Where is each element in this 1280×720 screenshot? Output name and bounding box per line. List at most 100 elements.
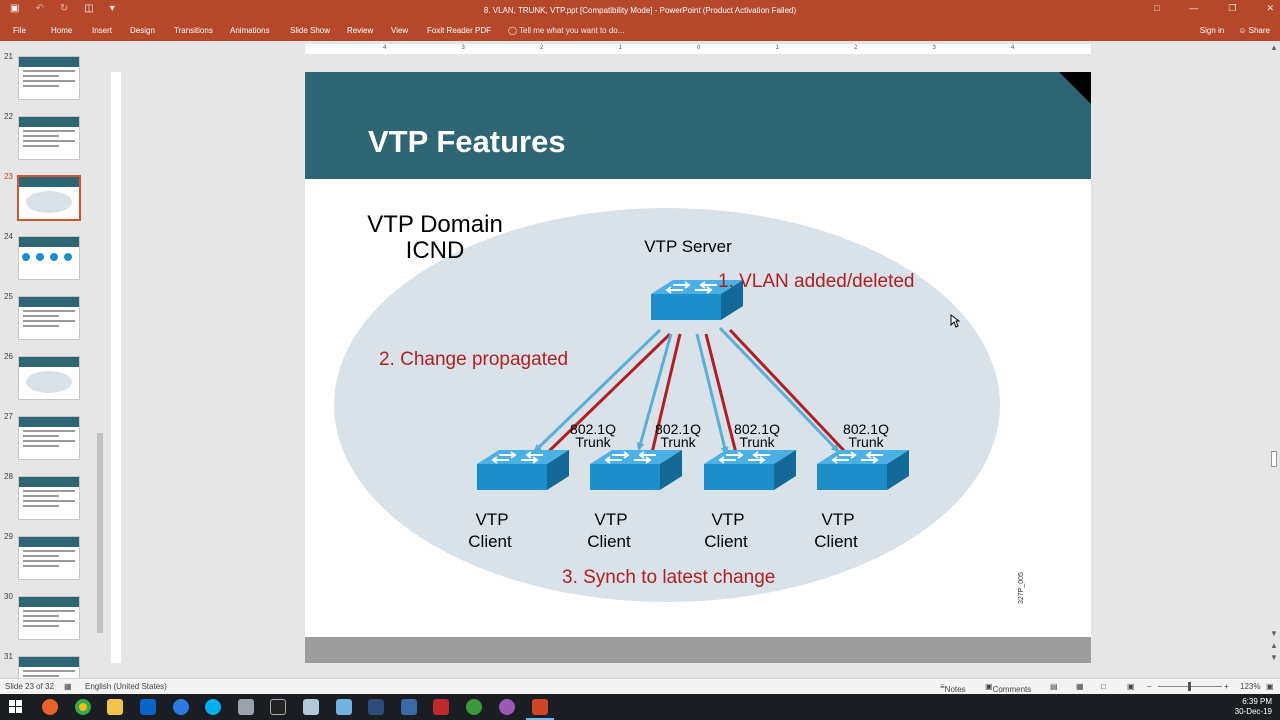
vtp-diagram: VTP Domain ICND VTP Server 1. VLAN added… bbox=[334, 208, 1025, 604]
sign-in-link[interactable]: Sign in bbox=[1199, 26, 1225, 35]
mouse-cursor-icon bbox=[950, 314, 960, 328]
share-button[interactable]: ☺ Share bbox=[1238, 26, 1270, 35]
slide-thumbnail-25[interactable]: 25 bbox=[0, 290, 106, 350]
slide-thumbnail-28[interactable]: 28 bbox=[0, 470, 106, 530]
close-icon[interactable]: ✕ bbox=[1266, 3, 1274, 13]
mail-app-icon[interactable] bbox=[401, 699, 417, 715]
slide-thumbnail-21[interactable]: 21 bbox=[0, 50, 106, 110]
tab-home[interactable]: Home bbox=[51, 26, 73, 35]
app-icon[interactable] bbox=[238, 699, 254, 715]
slide-thumbnail-27[interactable]: 27 bbox=[0, 410, 106, 470]
skype-icon[interactable] bbox=[205, 699, 221, 715]
trunk-label-3-line1: 802.1Q bbox=[734, 421, 780, 437]
clock-date: 30-Dec-19 bbox=[1234, 707, 1272, 716]
notepad-icon[interactable] bbox=[336, 699, 352, 715]
slide-sorter-icon[interactable]: ▦ bbox=[1076, 682, 1084, 691]
zalo-icon[interactable] bbox=[173, 699, 189, 715]
customize-qat-icon[interactable]: ▾ bbox=[109, 3, 115, 14]
person-icon: ☺ bbox=[1238, 26, 1249, 35]
trunk-label-1-line2: Trunk bbox=[575, 434, 611, 450]
thumbnail-scrollbar[interactable] bbox=[95, 41, 105, 678]
file-explorer-icon[interactable] bbox=[107, 699, 123, 715]
thumbnail-scrollbar-thumb[interactable] bbox=[97, 433, 103, 633]
slide-thumbnail-24[interactable]: 24 bbox=[0, 230, 106, 290]
notes-label: Notes bbox=[944, 685, 966, 694]
tab-slide-show[interactable]: Slide Show bbox=[290, 26, 331, 35]
slide-title[interactable]: VTP Features bbox=[368, 124, 566, 159]
ruler-tick-label: 1 bbox=[618, 45, 622, 51]
tab-view[interactable]: View bbox=[391, 26, 409, 35]
tab-design[interactable]: Design bbox=[130, 26, 155, 35]
slide-thumbnail-number: 31 bbox=[4, 652, 13, 661]
tab-transitions[interactable]: Transitions bbox=[174, 26, 213, 35]
tab-animations[interactable]: Animations bbox=[230, 26, 270, 35]
slide-thumbnail-23[interactable]: 23 bbox=[0, 170, 106, 230]
slide-thumbnail-preview bbox=[17, 175, 81, 221]
slide-thumbnail-22[interactable]: 22 bbox=[0, 110, 106, 170]
slide-thumbnail-number: 22 bbox=[4, 112, 13, 121]
previous-slide-icon[interactable]: ▲ bbox=[1270, 641, 1278, 650]
slide-thumbnail-preview bbox=[18, 416, 80, 460]
redo-icon[interactable]: ↻ bbox=[59, 3, 69, 14]
undo-icon[interactable]: ↶ bbox=[35, 3, 44, 14]
zoom-level[interactable]: 123% bbox=[1240, 682, 1261, 691]
save-icon[interactable]: ▣ bbox=[10, 3, 20, 14]
slide-thumbnail-number: 21 bbox=[4, 52, 13, 61]
restore-icon[interactable]: ❐ bbox=[1228, 3, 1237, 13]
client-label-1-line2: Client bbox=[468, 532, 512, 551]
remote-desktop-icon[interactable] bbox=[368, 699, 384, 715]
slide-thumbnail-29[interactable]: 29 bbox=[0, 530, 106, 590]
comments-button[interactable]: ▣ Comments bbox=[985, 682, 1032, 694]
tab-insert[interactable]: Insert bbox=[92, 26, 113, 35]
firefox-icon[interactable] bbox=[42, 699, 58, 715]
system-clock[interactable]: 6:39 PM 30-Dec-19 bbox=[1235, 697, 1272, 717]
vtp-domain-label: VTP Domain bbox=[367, 211, 503, 238]
scroll-up-icon[interactable]: ▲ bbox=[1270, 43, 1278, 52]
slide-show-icon[interactable]: ▣ bbox=[1127, 682, 1135, 691]
windows-start-icon[interactable] bbox=[9, 700, 23, 714]
slide-scrollbar-thumb[interactable] bbox=[1271, 451, 1277, 467]
zoom-out-icon[interactable]: − bbox=[1147, 682, 1152, 691]
zoom-in-icon[interactable]: + bbox=[1224, 682, 1229, 691]
next-slide-icon[interactable]: ▼ bbox=[1270, 653, 1278, 662]
tool-icon[interactable] bbox=[303, 699, 319, 715]
slide-thumbnail-30[interactable]: 30 bbox=[0, 590, 106, 650]
network-app-icon[interactable] bbox=[499, 699, 515, 715]
spellcheck-icon[interactable]: ▦ bbox=[64, 682, 72, 691]
trunk-label-4-line2: Trunk bbox=[848, 434, 884, 450]
tab-foxit-reader-pdf[interactable]: Foxit Reader PDF bbox=[427, 26, 492, 35]
powerpoint-icon[interactable] bbox=[526, 699, 554, 720]
tab-review[interactable]: Review bbox=[347, 26, 374, 35]
fit-to-window-icon[interactable]: ▣ bbox=[1266, 682, 1274, 691]
slide-scrollbar[interactable]: ▲ ▼ ▲ ▼ bbox=[1268, 41, 1280, 678]
trunk-label-4-line1: 802.1Q bbox=[843, 421, 889, 437]
propagation-arrow-4 bbox=[718, 326, 840, 453]
sync-line-4 bbox=[728, 328, 852, 459]
client-label-3-line1: VTP bbox=[711, 510, 744, 529]
filezilla-icon[interactable] bbox=[433, 699, 449, 715]
start-from-beginning-icon[interactable]: ◫ bbox=[84, 3, 94, 14]
slide-canvas[interactable]: VTP Features bbox=[305, 72, 1091, 663]
chrome-icon[interactable] bbox=[75, 699, 91, 715]
ribbon-display-options-icon[interactable]: □ bbox=[1153, 3, 1160, 13]
notes-button[interactable]: ≡ Notes bbox=[940, 682, 966, 694]
tell-me-search[interactable]: ◯ Tell me what you want to do... bbox=[508, 26, 624, 35]
zoom-slider-thumb[interactable] bbox=[1188, 682, 1191, 691]
sync-app-icon[interactable] bbox=[466, 699, 482, 715]
slide-footer-bar bbox=[305, 637, 1091, 663]
slide-thumbnail-number: 29 bbox=[4, 532, 13, 541]
propagation-arrow-1 bbox=[533, 328, 662, 453]
reading-view-icon[interactable]: □ bbox=[1101, 682, 1106, 691]
tab-file[interactable]: File bbox=[13, 26, 26, 35]
slide-thumbnail-number: 25 bbox=[4, 292, 13, 301]
slide-thumbnail-number: 26 bbox=[4, 352, 13, 361]
terminal-icon[interactable] bbox=[270, 699, 286, 715]
outlook-icon[interactable] bbox=[140, 699, 156, 715]
slide-thumbnail-26[interactable]: 26 bbox=[0, 350, 106, 410]
language-indicator[interactable]: English (United States) bbox=[85, 682, 167, 691]
scroll-down-icon[interactable]: ▼ bbox=[1270, 629, 1278, 638]
slide-counter: Slide 23 of 32 bbox=[5, 682, 54, 691]
normal-view-icon[interactable]: ▤ bbox=[1050, 682, 1058, 691]
minimize-icon[interactable]: — bbox=[1189, 3, 1199, 13]
